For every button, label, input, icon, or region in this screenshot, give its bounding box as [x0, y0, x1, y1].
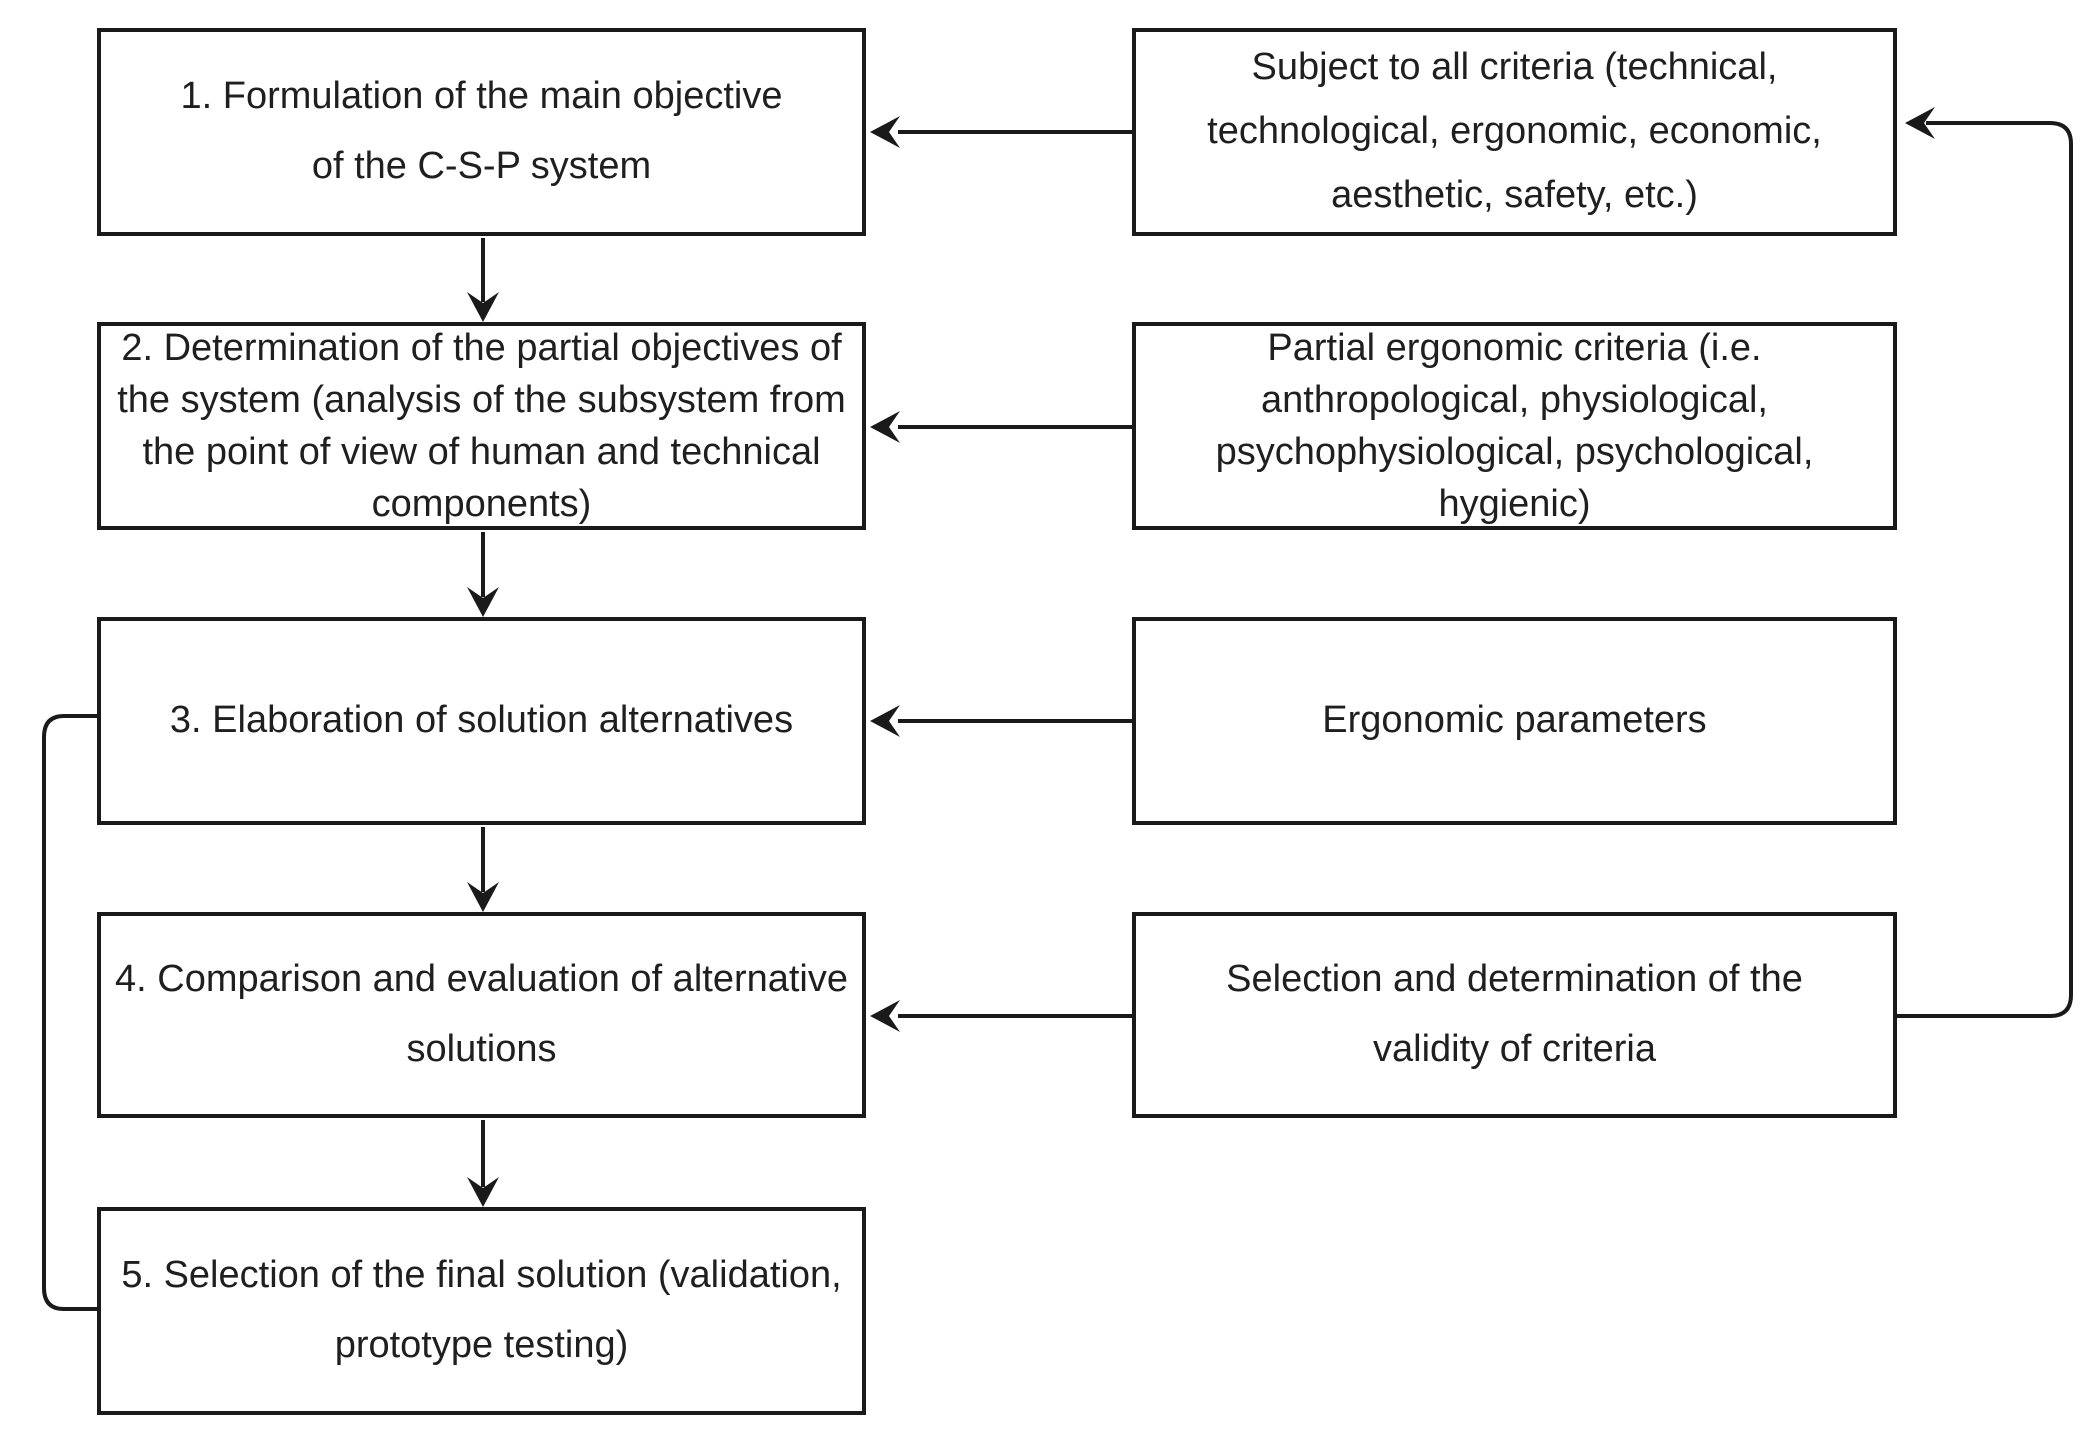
flow-box-step-4-label: 4. Comparison and evaluation of alternat… — [115, 958, 849, 1070]
arrow-step4-to-step5 — [467, 1120, 499, 1207]
arrow-ergonomic-parameters-to-step3 — [870, 705, 1132, 737]
feedback-arrow-validity-to-all-criteria — [1897, 107, 2073, 1018]
flow-box-criteria-all: Subject to all criteria (technical,techn… — [1132, 28, 1897, 236]
arrow-criteria-all-to-step1 — [870, 116, 1132, 148]
arrow-step2-to-step3 — [467, 532, 499, 617]
arrow-step3-to-step4 — [467, 827, 499, 912]
flow-box-ergonomic-parameters: Ergonomic parameters — [1132, 617, 1897, 825]
flow-box-step-4: 4. Comparison and evaluation of alternat… — [97, 912, 866, 1118]
arrow-step1-to-step2 — [467, 238, 499, 322]
flow-box-step-2-label: 2. Determination of the partial objectiv… — [117, 326, 846, 526]
arrow-criteria-validity-to-step4 — [870, 1000, 1132, 1032]
flow-box-step-5-label: 5. Selection of the final solution (vali… — [121, 1254, 842, 1366]
flow-box-criteria-partial-ergonomic-label: Partial ergonomic criteria (i.e.anthropo… — [1215, 326, 1814, 526]
flow-box-criteria-partial-ergonomic: Partial ergonomic criteria (i.e.anthropo… — [1132, 322, 1897, 530]
feedback-line-step5-to-step3 — [42, 714, 99, 1311]
flow-box-step-3: 3. Elaboration of solution alternatives — [97, 617, 866, 825]
flow-box-ergonomic-parameters-label: Ergonomic parameters — [1322, 699, 1707, 742]
flow-box-step-2: 2. Determination of the partial objectiv… — [97, 322, 866, 530]
arrow-partial-criteria-to-step2 — [870, 411, 1132, 443]
flow-box-step-3-label: 3. Elaboration of solution alternatives — [169, 699, 794, 742]
flow-box-step-5: 5. Selection of the final solution (vali… — [97, 1207, 866, 1415]
flow-box-criteria-all-label: Subject to all criteria (technical,techn… — [1207, 46, 1822, 216]
